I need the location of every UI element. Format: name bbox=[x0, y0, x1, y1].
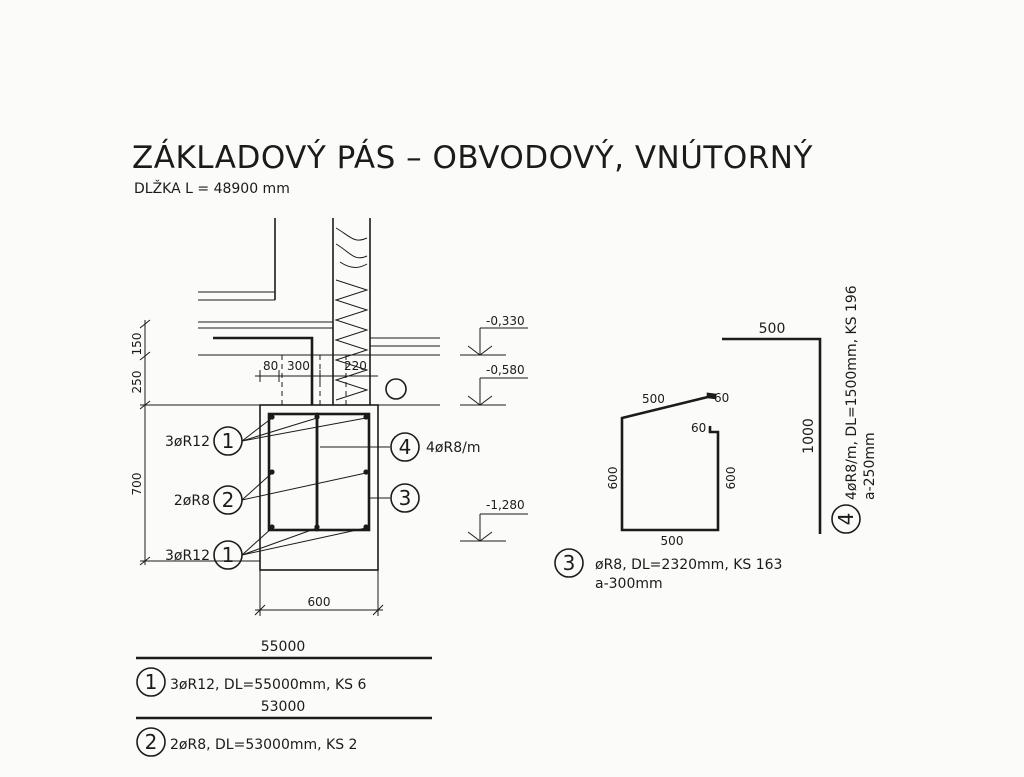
insulation-hatch bbox=[334, 279, 369, 401]
dim-tick-b1 bbox=[254, 604, 266, 616]
stirrup-3-dim-hook-2: 60 bbox=[691, 421, 706, 435]
bar-2-marker-label: 2 bbox=[145, 730, 158, 754]
marker-4-label: 4 bbox=[399, 435, 412, 459]
marker-3-label: 3 bbox=[399, 486, 412, 510]
stirrup-3-spacing: a-300mm bbox=[595, 576, 663, 592]
bar-4-dim-side: 1000 bbox=[801, 418, 817, 454]
marker-2-label: 2 bbox=[222, 488, 235, 512]
leader-lines bbox=[241, 417, 390, 556]
callout-stirrups: 4øR8/m bbox=[426, 440, 480, 456]
bar-2-marker bbox=[136, 727, 166, 757]
marker-1-top bbox=[213, 426, 243, 456]
dim-700: 700 bbox=[130, 473, 144, 496]
bar-4-spec: 4øR8/m, DL=1500mm, KS 196 bbox=[844, 285, 860, 500]
dim-250: 250 bbox=[130, 371, 144, 394]
marker-1-bottom bbox=[213, 540, 243, 570]
bar-1-spec: 3øR12, DL=55000mm, KS 6 bbox=[170, 677, 366, 693]
bar-4-marker bbox=[831, 504, 861, 534]
level-value-3: -1,280 bbox=[486, 498, 525, 512]
bar-4-spacing: a-250mm bbox=[862, 432, 878, 500]
dim-150: 150 bbox=[130, 333, 144, 356]
connecting-bar bbox=[213, 336, 314, 405]
bar-1-length: 55000 bbox=[261, 639, 306, 655]
level-value-2: -0,580 bbox=[486, 363, 525, 377]
foundation-section: 150 250 700 80 300 220 600 -0,330 bbox=[130, 218, 528, 616]
callout-top-bars: 3øR12 bbox=[165, 434, 210, 450]
marker-4 bbox=[390, 432, 420, 462]
dim-300: 300 bbox=[287, 359, 310, 373]
bar-4-marker-label: 4 bbox=[834, 513, 858, 526]
stirrup-3-detail: 500 60 60 600 600 500 3 øR8, DL=2320mm, … bbox=[554, 391, 782, 592]
stirrup-3-spec: øR8, DL=2320mm, KS 163 bbox=[595, 557, 782, 573]
stirrup-3-dim-left: 600 bbox=[606, 467, 620, 490]
level-mark-2: -0,580 bbox=[460, 363, 528, 406]
drawing-subtitle: DLŽKA L = 48900 mm bbox=[134, 179, 290, 197]
insulation-hatch-top bbox=[335, 227, 368, 268]
bar-4-shape bbox=[722, 337, 822, 534]
stirrup-3-dim-bottom: 500 bbox=[661, 534, 684, 548]
stirrup-3-dim-hook-1: 60 bbox=[714, 391, 729, 405]
callout-bottom-bars: 3øR12 bbox=[165, 548, 210, 564]
footing-outline bbox=[259, 404, 379, 571]
stirrup-3-marker-label: 3 bbox=[563, 551, 576, 575]
dim-ticks-left bbox=[139, 319, 151, 566]
bar-1-detail: 55000 1 3øR12, DL=55000mm, KS 6 bbox=[136, 639, 432, 697]
marker-2 bbox=[213, 485, 243, 515]
marker-1-bottom-label: 1 bbox=[222, 543, 235, 567]
bar-2-detail: 53000 2 2øR8, DL=53000mm, KS 2 bbox=[136, 699, 432, 757]
bar-4-detail: 500 1000 4 4øR8/m, DL=1500mm, KS 196 a-2… bbox=[722, 285, 878, 534]
marker-3 bbox=[390, 483, 420, 513]
callout-mid-bars: 2øR8 bbox=[174, 493, 210, 509]
bar-2-length: 53000 bbox=[261, 699, 306, 715]
stirrup-right bbox=[315, 412, 371, 532]
stirrup-3-dim-right: 600 bbox=[724, 467, 738, 490]
dim-ticks-top bbox=[259, 370, 371, 382]
bar-4-dim-top: 500 bbox=[759, 321, 786, 337]
stirrup-3-marker bbox=[554, 548, 584, 578]
bar-1-marker-label: 1 bbox=[145, 670, 158, 694]
dim-600-bottom: 600 bbox=[308, 595, 331, 609]
bar-2-spec: 2øR8, DL=53000mm, KS 2 bbox=[170, 737, 357, 753]
level-mark-1: -0,330 bbox=[460, 314, 528, 356]
dim-80: 80 bbox=[263, 359, 278, 373]
marker-1-top-label: 1 bbox=[222, 429, 235, 453]
dim-220: 220 bbox=[344, 359, 367, 373]
bar-1-marker bbox=[136, 667, 166, 697]
level-value-1: -0,330 bbox=[486, 314, 525, 328]
stirrup-3-shape bbox=[620, 392, 720, 532]
rebar-dots bbox=[269, 414, 369, 530]
drawing-title: ZÁKLADOVÝ PÁS – OBVODOVÝ, VNÚTORNÝ bbox=[132, 139, 813, 176]
stirrup-3-dim-top: 500 bbox=[642, 392, 665, 406]
level-mark-3: -1,280 bbox=[460, 498, 528, 542]
dim-tick-b2 bbox=[372, 604, 384, 616]
drain-pipe-icon bbox=[385, 378, 407, 400]
